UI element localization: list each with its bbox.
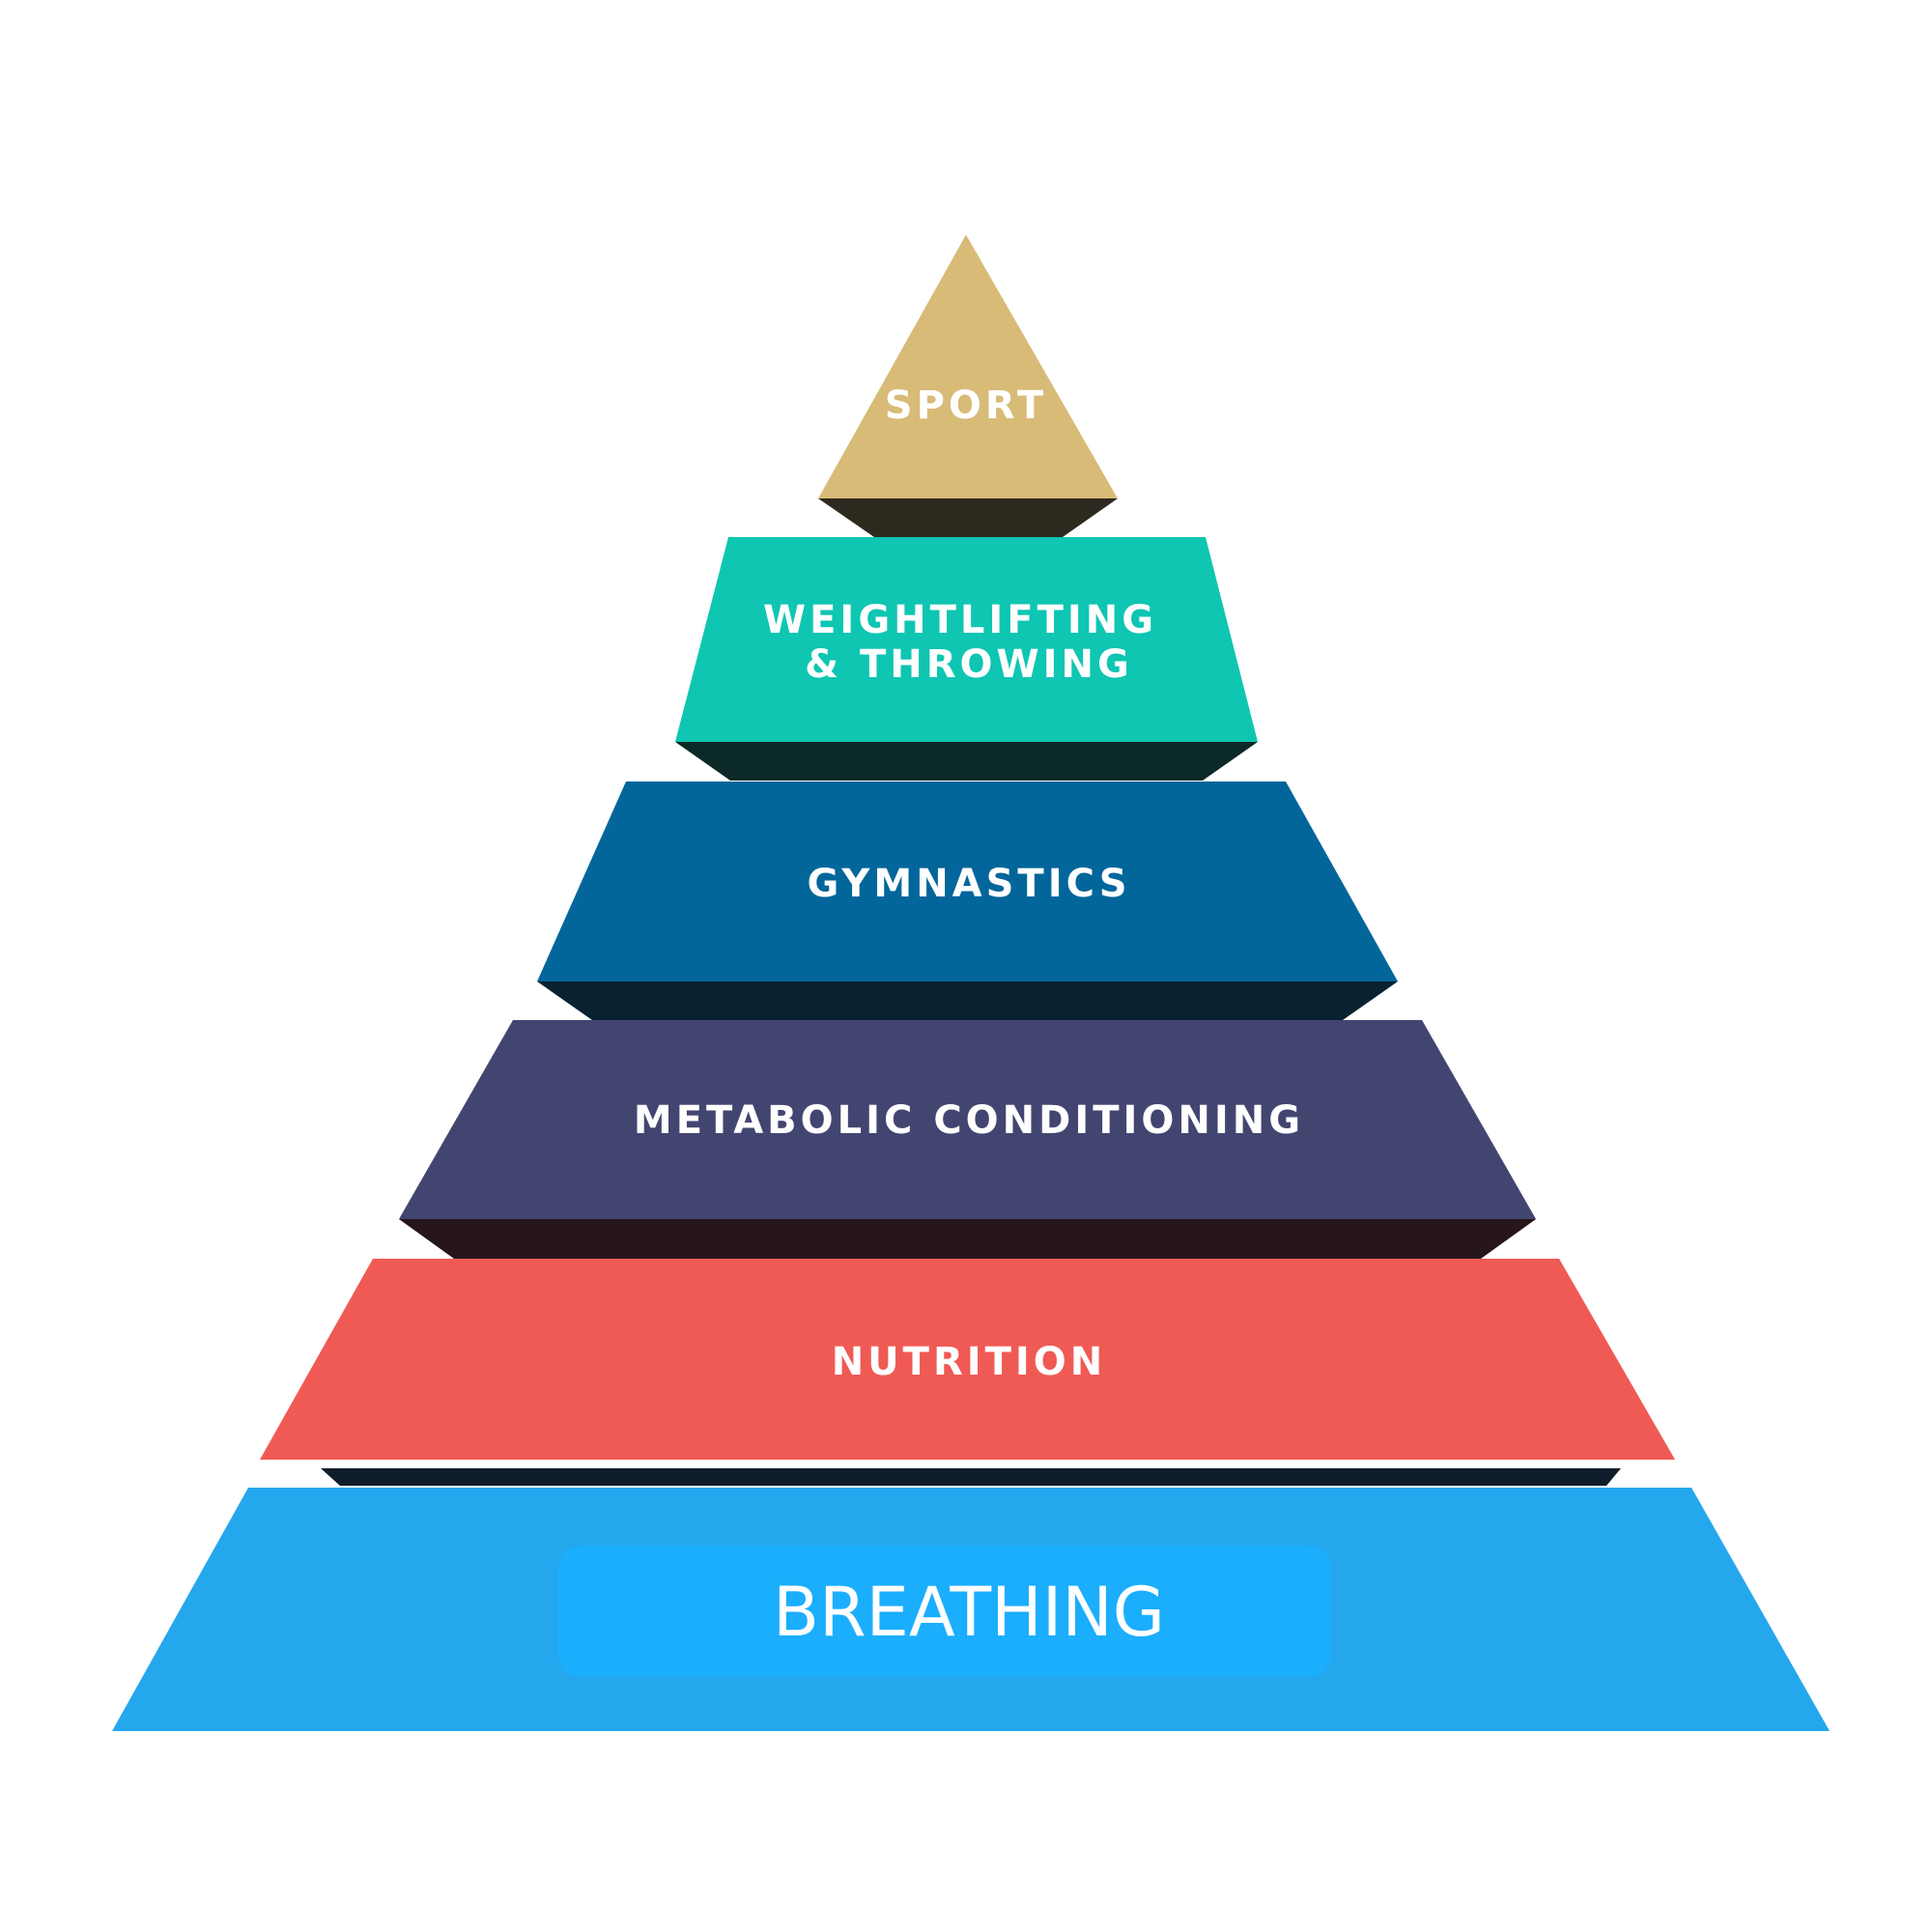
tier-metabolic-label: METABOLIC CONDITIONING (634, 1098, 1304, 1143)
tier-sport-label: SPORT (885, 384, 1047, 428)
tier-gymnastics-label: GYMNASTICS (807, 862, 1130, 906)
tier-nutrition: NUTRITION (260, 1259, 1675, 1486)
tier-sport-shadow (818, 498, 1118, 537)
tier-breathing-highlight (558, 1546, 1331, 1677)
tier-breathing-label-line-1: BREATHING (773, 1573, 1165, 1652)
tier-gymnastics: GYMNASTICS (537, 781, 1398, 1020)
tier-gymnastics-face (537, 781, 1398, 981)
tier-metabolic-shadow (399, 1219, 1536, 1259)
tier-metabolic-face (399, 1020, 1536, 1219)
tier-gymnastics-shadow (537, 981, 1398, 1020)
tier-nutrition-label: NUTRITION (832, 1340, 1107, 1384)
tier-weightlifting-label-line-1: WEIGHTLIFTING (763, 598, 1157, 642)
tier-weightlifting-throwing: WEIGHTLIFTING & THROWING (675, 537, 1258, 781)
tier-breathing: BREATHING (112, 1488, 1830, 1731)
tier-sport: SPORT (818, 235, 1118, 537)
tier-breathing-label: BREATHING (773, 1573, 1165, 1652)
tier-weightlifting-label: WEIGHTLIFTING & THROWING (763, 598, 1175, 687)
tier-nutrition-label-line-1: NUTRITION (832, 1340, 1107, 1384)
tier-weightlifting-label-line-2: & THROWING (805, 642, 1133, 687)
tier-metabolic-label-line-1: METABOLIC CONDITIONING (634, 1098, 1304, 1143)
tier-metabolic-conditioning: METABOLIC CONDITIONING (399, 1020, 1536, 1259)
tier-gymnastics-label-line-1: GYMNASTICS (807, 862, 1130, 906)
tier-nutrition-shadow (321, 1468, 1621, 1486)
tier-sport-label-line-1: SPORT (885, 384, 1047, 428)
tier-nutrition-face (260, 1259, 1675, 1460)
tier-sport-face (818, 235, 1118, 498)
tier-weightlifting-face (675, 537, 1258, 742)
tier-weightlifting-shadow (675, 742, 1258, 781)
